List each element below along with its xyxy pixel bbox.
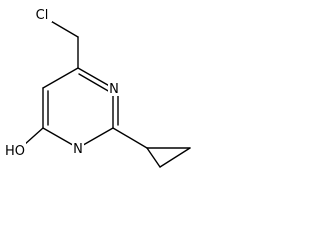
bond-c2-cyclopropyl <box>112 127 148 149</box>
chemical-structure-diagram: Cl N N HO <box>4 6 191 168</box>
cl-label-bg <box>32 6 52 22</box>
nitrogen-1-label: N <box>109 82 119 97</box>
structure-canvas: Cl N N HO <box>0 0 200 186</box>
bond-cl-ch2 <box>48 19 79 38</box>
bonds <box>23 19 191 168</box>
atom-labels: Cl N N HO <box>5 8 119 159</box>
n1-label-bg <box>108 81 120 96</box>
atom-label-backgrounds <box>4 6 120 158</box>
bond-c5-c6 <box>42 67 79 89</box>
hydroxyl-label: HO <box>5 144 25 159</box>
bond-c4-oh <box>23 127 44 146</box>
nitrogen-3-label: N <box>73 142 83 157</box>
ho-label-bg <box>4 142 26 158</box>
chlorine-label: Cl <box>36 8 49 23</box>
bond-cyclopropyl-c <box>159 147 191 168</box>
bond-cyclopropyl-a <box>146 147 161 168</box>
n3-label-bg <box>72 141 84 156</box>
bond-c6-n1-double <box>78 73 111 93</box>
bond-c6-n1 <box>77 67 114 89</box>
